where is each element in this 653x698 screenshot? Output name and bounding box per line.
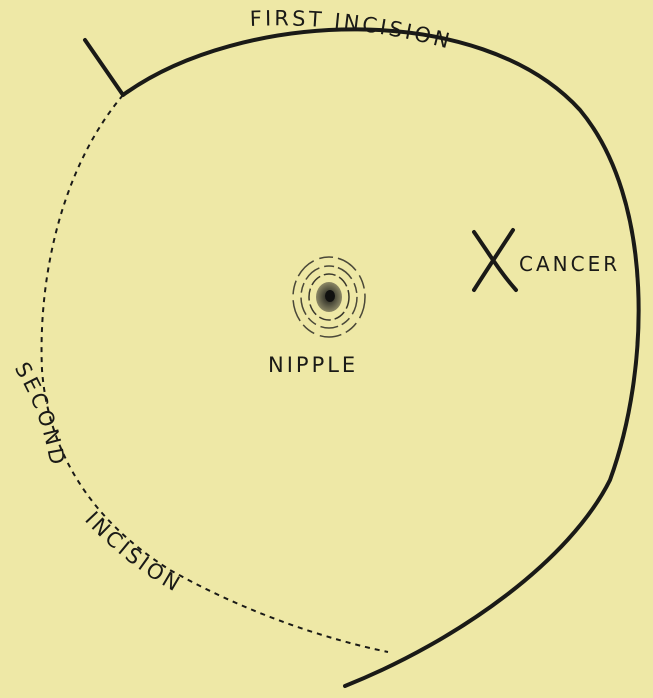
first-incision-label: FIRST INCISION [249,6,455,54]
nipple-mark [293,257,365,337]
nipple-label: NIPPLE [268,353,358,377]
cancer-label: CANCER [519,252,620,276]
second-incision-label-line1: SECOND [10,358,70,469]
cancer-x-mark [474,230,516,290]
second-incision-label-line2: INCISION [80,507,186,597]
